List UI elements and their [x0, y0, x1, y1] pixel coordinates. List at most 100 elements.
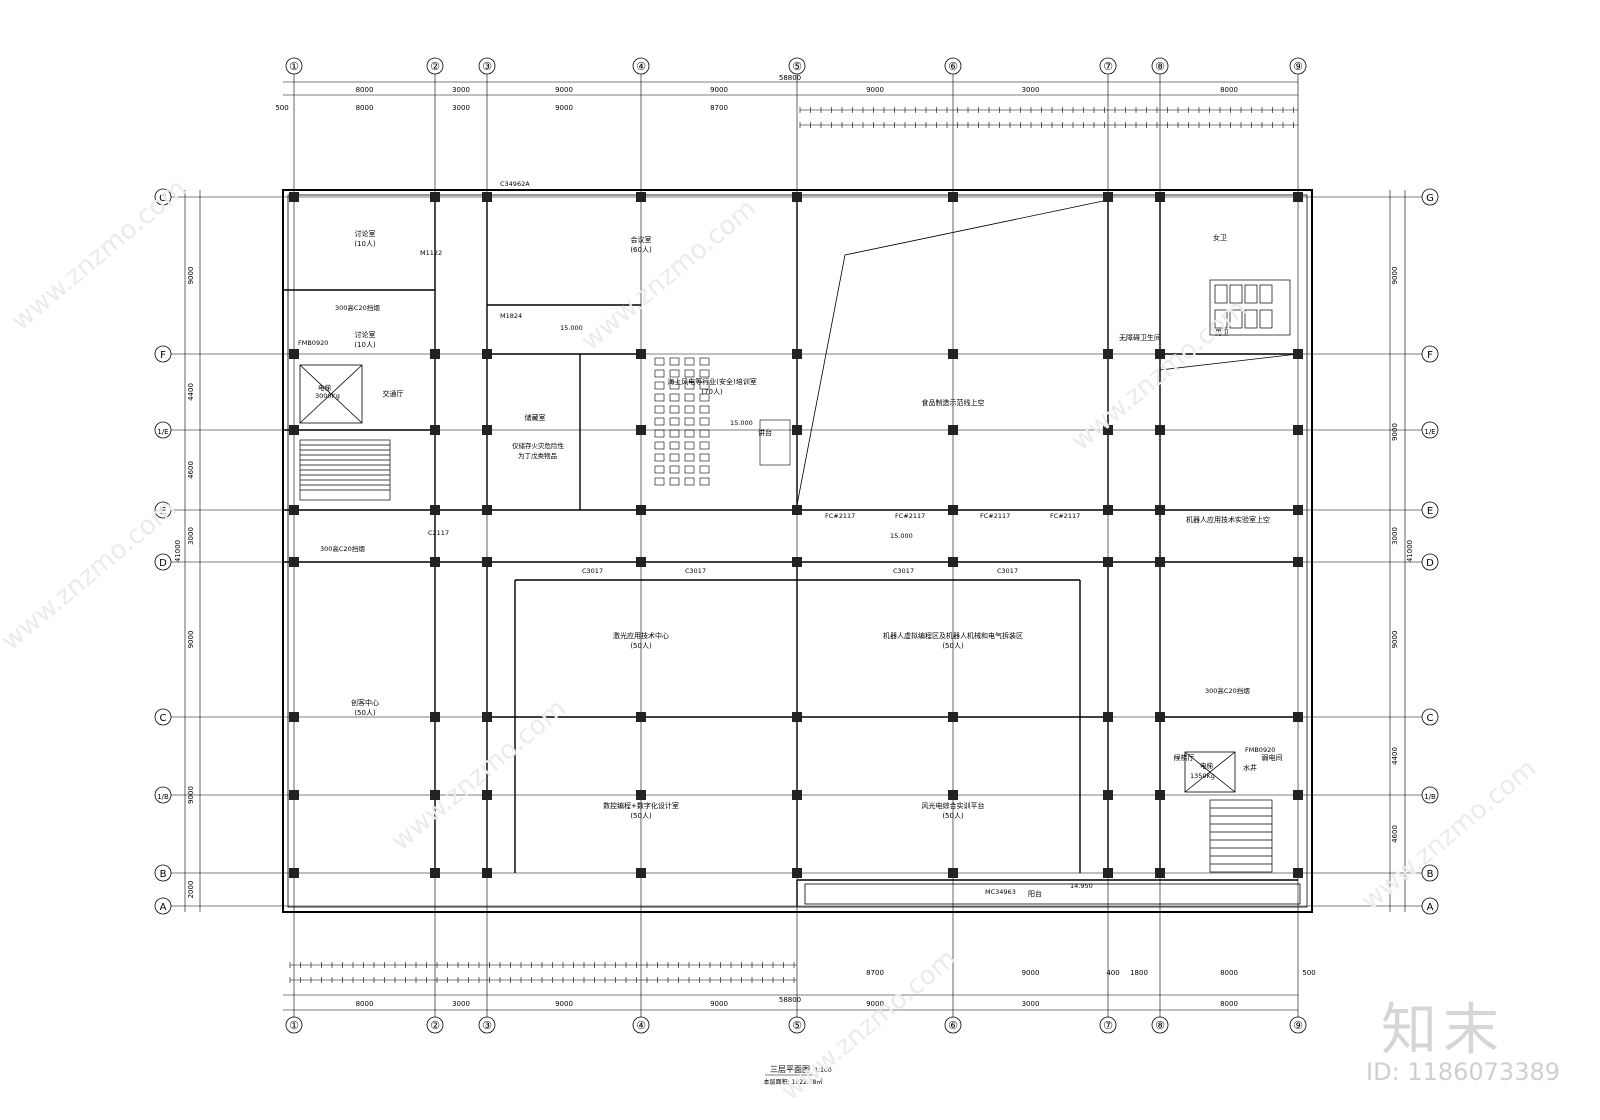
grid-col-label: ⑤	[792, 60, 802, 73]
grid-row-label: A	[1427, 902, 1434, 913]
seat	[654, 369, 665, 378]
dim-top: 3000	[1022, 86, 1040, 94]
grid-row-label: G	[1426, 193, 1434, 204]
watermark-logo: 知末	[1381, 998, 1505, 1063]
window-label-c3017-3: C3017	[893, 567, 914, 575]
level-mark-2: 15.000	[730, 419, 753, 427]
grid-row-label: D	[159, 558, 167, 569]
seat	[699, 477, 710, 486]
column	[1155, 349, 1165, 359]
seat	[669, 429, 680, 438]
dim-bottom: 9000	[866, 1000, 884, 1008]
grid-bubble-col	[788, 1016, 806, 1034]
grid-row-label: C	[160, 713, 167, 724]
column	[1103, 557, 1113, 567]
fire-door-label-2: FMB0920	[1245, 746, 1275, 754]
dim-total-top: 58800	[779, 74, 801, 82]
lectern	[759, 419, 791, 466]
dim-right: 4400	[1391, 747, 1399, 765]
room-name: 男卫	[1215, 329, 1229, 337]
seat	[669, 357, 680, 366]
seat	[684, 441, 695, 450]
dim-left: 3000	[187, 527, 195, 545]
grid-col-label: ⑤	[792, 1019, 802, 1032]
dim-top2: 9000	[555, 104, 573, 112]
column	[482, 868, 492, 878]
column	[1155, 557, 1165, 567]
column	[636, 192, 646, 202]
column	[430, 192, 440, 202]
door-label-m1122: M1122	[420, 249, 442, 257]
seat	[654, 453, 665, 462]
column	[430, 790, 440, 800]
room-name: 无障碍卫生间	[1119, 333, 1161, 342]
column	[1293, 425, 1303, 435]
dim-left: 9000	[187, 786, 195, 804]
grid-row-label: C	[1427, 713, 1434, 724]
dim-bottom: 9000	[555, 1000, 573, 1008]
seat	[699, 369, 710, 378]
seat	[669, 453, 680, 462]
grid-bubble-col	[478, 57, 496, 75]
column	[482, 712, 492, 722]
dim-bottom2: 8700	[866, 969, 884, 977]
column	[289, 557, 299, 567]
dim-left: 9000	[187, 267, 195, 285]
column	[948, 868, 958, 878]
room-name: 水井	[1243, 763, 1257, 772]
dim-top: 3000	[452, 86, 470, 94]
seat	[699, 453, 710, 462]
dim-bottom: 3000	[1022, 1000, 1040, 1008]
column	[289, 868, 299, 878]
grid-bubble-row	[154, 553, 172, 571]
seat	[684, 429, 695, 438]
dim-overall-left: 41000	[174, 540, 182, 562]
grid-row-label: F	[160, 350, 166, 361]
annotations: C34962A MC34963 15.000 15.000 15.000 14.…	[298, 180, 1275, 896]
column	[430, 349, 440, 359]
window-label-fc-1: FC#2117	[825, 512, 855, 520]
seat	[699, 429, 710, 438]
grid-col-label: ⑨	[1293, 60, 1303, 73]
column	[1155, 192, 1165, 202]
room-name: 候梯厅	[1174, 753, 1195, 762]
window-label-c3017-1: C3017	[582, 567, 603, 575]
room-capacity: (50人)	[942, 642, 964, 650]
grid-bubble-row	[154, 188, 172, 206]
grid-bubble-col	[788, 57, 806, 75]
grid-bubble-row	[1421, 786, 1439, 804]
grid-row-label: A	[160, 902, 167, 913]
seat	[699, 417, 710, 426]
window-label-c3017-2: C3017	[685, 567, 706, 575]
window-label-fc-3: FC#2117	[980, 512, 1010, 520]
seat	[699, 393, 710, 402]
seat	[699, 405, 710, 414]
seat	[684, 405, 695, 414]
grid-col-label: ④	[636, 1019, 646, 1032]
seat	[654, 405, 665, 414]
grid-bubble-row	[154, 786, 172, 804]
seat	[654, 393, 665, 402]
dim-left: 4400	[187, 383, 195, 401]
column	[948, 505, 958, 515]
grid-bubble-col	[944, 1016, 962, 1034]
column	[1103, 868, 1113, 878]
balcony	[804, 883, 1301, 905]
column	[1103, 505, 1113, 515]
column	[289, 712, 299, 722]
column	[1103, 790, 1113, 800]
room-capacity: (50人)	[630, 812, 652, 820]
grid-col-label: ⑦	[1103, 1019, 1113, 1032]
seat	[669, 369, 680, 378]
dim-top: 9000	[866, 86, 884, 94]
grid-bubble-row	[1421, 501, 1439, 519]
dim-bottom2: 1800	[1130, 969, 1148, 977]
column	[482, 790, 492, 800]
room-capacity: (70人)	[701, 388, 723, 396]
column	[792, 790, 802, 800]
dim-left: 9000	[187, 631, 195, 649]
grid-row-label: E	[1427, 506, 1433, 517]
column	[792, 557, 802, 567]
seat	[684, 381, 695, 390]
